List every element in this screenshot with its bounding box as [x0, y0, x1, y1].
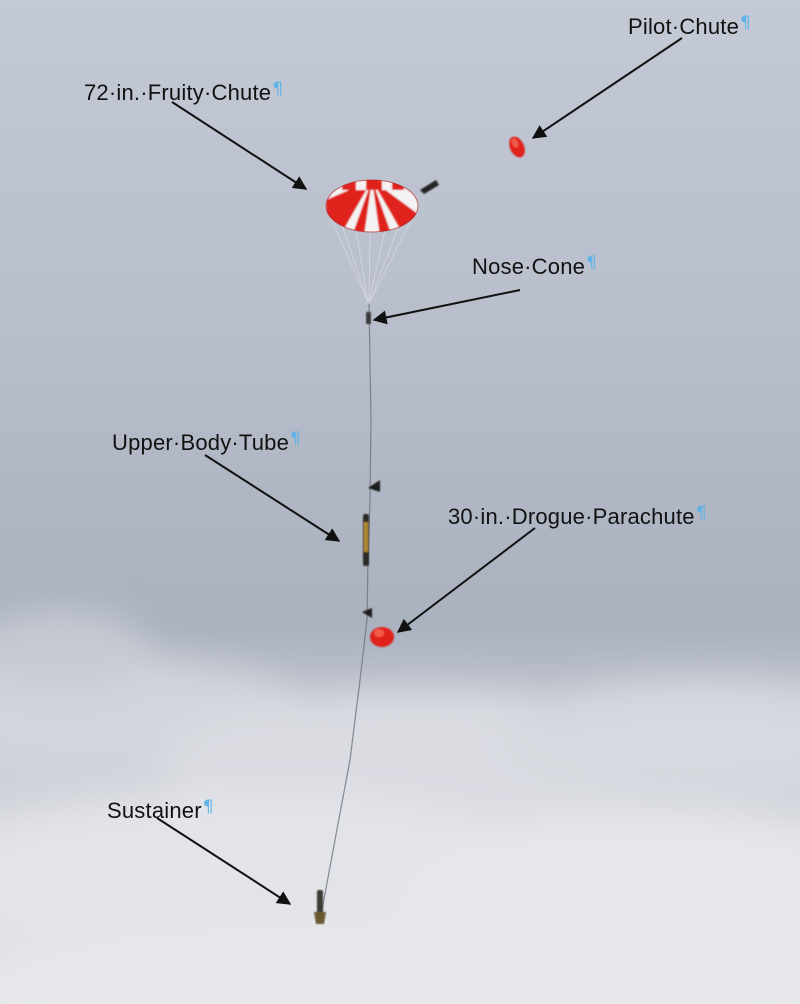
- arrow-pilot-chute: [531, 37, 683, 139]
- label-text: Nose·Cone: [472, 254, 586, 279]
- label-text: 30·in.·Drogue·Parachute: [448, 504, 695, 529]
- pilcrow-mark: ¶: [586, 253, 598, 273]
- nose-cone: [366, 312, 371, 324]
- drogue-parachute: [370, 627, 394, 647]
- tether-line: [321, 303, 372, 911]
- arrow-nose-cone: [372, 289, 521, 325]
- label-text: Upper·Body·Tube: [112, 430, 290, 455]
- upper-body-tube: [363, 514, 369, 566]
- arrow-fruity-chute: [171, 101, 308, 190]
- deployment-bag: [420, 180, 439, 194]
- label-nose-cone: Nose·Cone¶: [472, 250, 597, 280]
- label-text: Pilot·Chute: [628, 14, 740, 39]
- label-pilot-chute: Pilot·Chute¶: [628, 10, 751, 40]
- pilot-chute: [509, 136, 525, 158]
- pilcrow-mark: ¶: [272, 79, 284, 99]
- label-upper-body-tube: Upper·Body·Tube¶: [112, 426, 301, 456]
- sustainer-rocket: [314, 890, 326, 924]
- fruity-chute: [325, 179, 419, 303]
- clouds: [0, 610, 800, 1004]
- fin-fragment: [362, 480, 380, 618]
- arrow-sustainer: [156, 817, 292, 905]
- pilcrow-mark: ¶: [202, 797, 214, 817]
- label-fruity-chute: 72·in.·Fruity·Chute¶: [84, 76, 283, 106]
- arrow-drogue: [396, 527, 536, 633]
- label-drogue-parachute: 30·in.·Drogue·Parachute¶: [448, 500, 707, 530]
- arrow-upper-body-tube: [204, 454, 341, 542]
- pilcrow-mark: ¶: [695, 503, 707, 523]
- label-text: 72·in.·Fruity·Chute: [84, 80, 272, 105]
- annotation-arrows: [156, 37, 683, 905]
- pilcrow-mark: ¶: [740, 13, 752, 33]
- label-text: Sustainer: [107, 798, 202, 823]
- label-sustainer: Sustainer¶: [107, 794, 214, 824]
- pilcrow-mark: ¶: [290, 429, 302, 449]
